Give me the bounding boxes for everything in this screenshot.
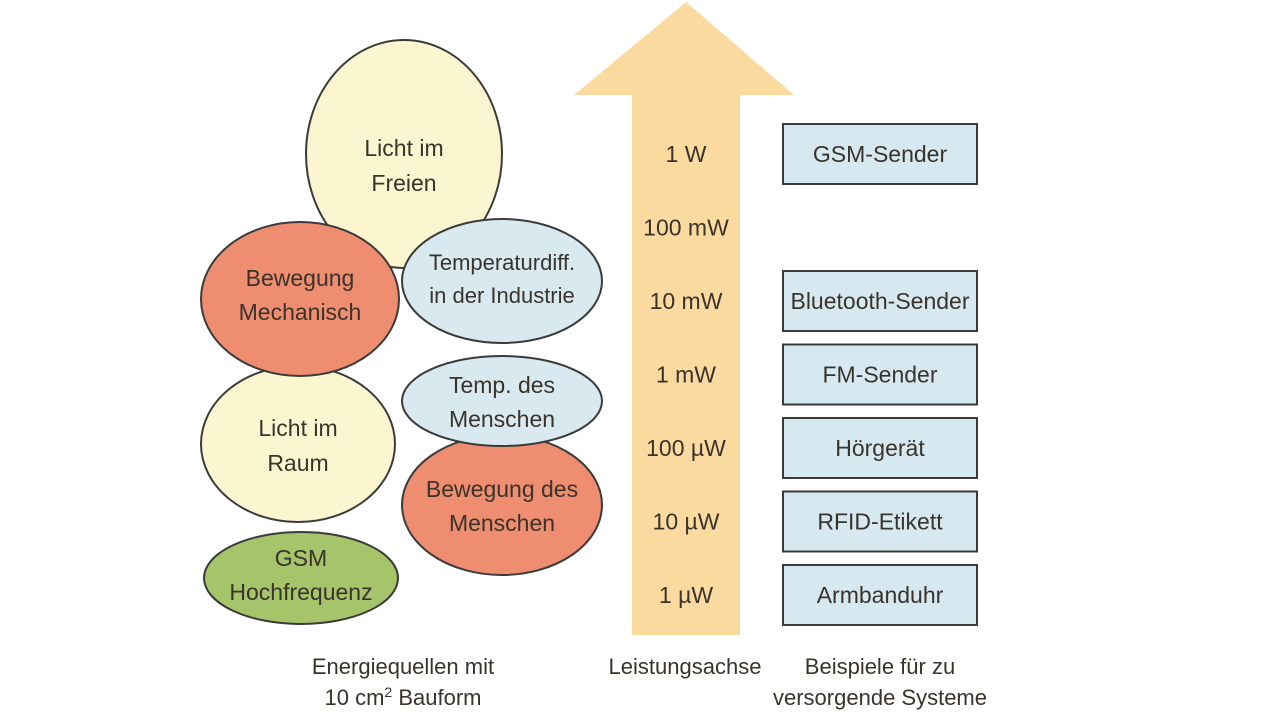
system-box-rect (782, 123, 978, 185)
label-bewegung-mechanisch-1: Bewegung (246, 265, 355, 291)
label-temp-menschen-2: Menschen (449, 406, 555, 432)
system-box: GSM-Sender (782, 123, 978, 185)
ellipse-licht-im-raum (200, 365, 396, 523)
system-box-rect (782, 270, 978, 332)
example-systems: GSM-SenderBluetooth-SenderFM-SenderHörge… (782, 123, 978, 626)
power-level-label: 1 µW (659, 582, 713, 608)
system-box-label: Bluetooth-Sender (790, 288, 969, 314)
power-level-label: 100 mW (643, 215, 729, 241)
caption-energy-sources-exponent: 2 (384, 684, 393, 700)
system-box-label: FM-Sender (822, 362, 937, 388)
label-licht-im-freien-2: Freien (371, 170, 436, 196)
label-temp-menschen-1: Temp. des (449, 372, 555, 398)
caption-example-systems: Beispiele für zu versorgende Systeme (764, 651, 996, 713)
ellipse-temp-des-menschen (401, 355, 603, 447)
system-box: Hörgerät (782, 417, 978, 479)
label-licht-im-raum-1: Licht im (258, 415, 337, 441)
power-level-label: 10 mW (650, 288, 723, 314)
ellipse-bewegung-mechanisch (200, 221, 400, 377)
system-box-rect (782, 490, 978, 553)
caption-energy-sources: Energiequellen mit 10 cm2 Bauform (300, 651, 506, 713)
energy-source-bewegung-mechanisch: Bewegung Mechanisch (200, 221, 400, 377)
system-box: Armbanduhr (782, 564, 978, 626)
energy-source-licht-im-freien: Licht im Freien (305, 39, 503, 269)
system-box: RFID-Etikett (782, 490, 978, 553)
label-bewegung-menschen-2: Menschen (449, 510, 555, 536)
system-box-label: RFID-Etikett (817, 509, 943, 535)
ellipse-temperaturdiff-industrie (401, 218, 603, 344)
label-gsm-2: Hochfrequenz (229, 579, 372, 605)
energy-source-temp-des-menschen: Temp. des Menschen (401, 355, 603, 447)
power-axis: 1 W 100 mW 10 mW 1 mW 100 µW 10 µW 1 µW (574, 2, 794, 635)
caption-example-systems-line2: versorgende Systeme (773, 685, 987, 710)
system-box: FM-Sender (782, 343, 978, 406)
power-axis-arrow (574, 2, 794, 635)
system-box: Bluetooth-Sender (782, 270, 978, 332)
system-box-label: Hörgerät (835, 435, 925, 461)
caption-energy-sources-size: 10 cm (324, 685, 385, 710)
label-licht-im-freien-1: Licht im (364, 135, 443, 161)
system-box-rect (782, 564, 978, 626)
power-axis-labels: 1 W 100 mW 10 mW 1 mW 100 µW 10 µW 1 µW (643, 141, 729, 608)
label-bewegung-menschen-1: Bewegung des (426, 476, 578, 502)
power-level-label: 1 mW (656, 362, 716, 388)
energy-source-gsm-hochfrequenz: GSM Hochfrequenz (203, 531, 399, 625)
caption-energy-sources-line1: Energiequellen mit (311, 654, 495, 679)
caption-energy-sources-line2: 10 cm2 Bauform (300, 682, 506, 713)
label-temperaturdiff-2: in der Industrie (429, 283, 575, 308)
label-temperaturdiff-1: Temperaturdiff. (429, 250, 575, 275)
power-level-label: 10 µW (653, 509, 720, 535)
ellipse-bewegung-des-menschen (401, 434, 603, 576)
power-level-label: 1 W (666, 141, 707, 167)
caption-power-axis: Leistungsachse (600, 651, 770, 682)
energy-source-bewegung-des-menschen: Bewegung des Menschen (401, 434, 603, 576)
caption-power-axis-line1: Leistungsachse (608, 654, 762, 679)
ellipse-gsm-hochfrequenz (203, 531, 399, 625)
system-box-rect (782, 343, 978, 406)
label-bewegung-mechanisch-2: Mechanisch (239, 299, 362, 325)
energy-source-licht-im-raum: Licht im Raum (200, 365, 396, 523)
system-box-label: Armbanduhr (817, 582, 944, 608)
caption-energy-sources-form: Bauform (392, 685, 482, 710)
system-box-rect (782, 417, 978, 479)
label-licht-im-raum-2: Raum (267, 450, 328, 476)
system-box-label: GSM-Sender (813, 141, 948, 167)
energy-source-temperaturdiff-industrie: Temperaturdiff. in der Industrie (401, 218, 603, 344)
label-gsm-1: GSM (275, 545, 327, 571)
caption-example-systems-line1: Beispiele für zu (804, 654, 956, 679)
power-level-label: 100 µW (646, 435, 726, 461)
